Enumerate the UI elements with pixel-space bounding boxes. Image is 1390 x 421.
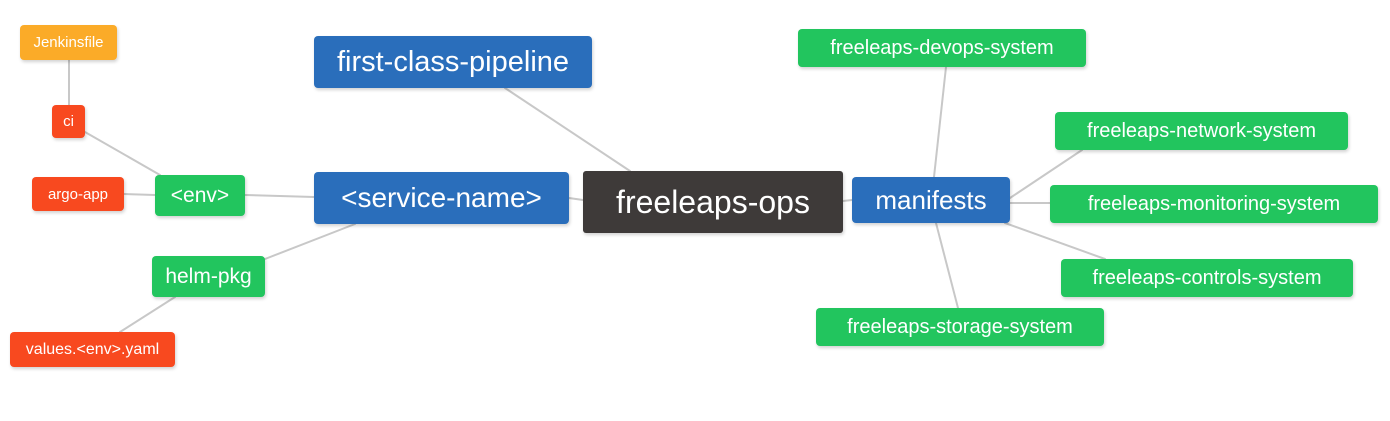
mindmap-node-env[interactable]: <env>	[155, 175, 245, 216]
mindmap-node-manifests[interactable]: manifests	[852, 177, 1010, 223]
mindmap-edge-ci-to-env	[84, 131, 161, 176]
mindmap-node-monitoring-system[interactable]: freeleaps-monitoring-system	[1050, 185, 1378, 223]
mindmap-edge-manifests-to-storage-system	[935, 222, 959, 309]
mindmap-node-network-system[interactable]: freeleaps-network-system	[1055, 112, 1348, 150]
mindmap-node-storage-system[interactable]: freeleaps-storage-system	[816, 308, 1104, 346]
mindmap-node-argo-app[interactable]: argo-app	[32, 177, 124, 211]
mindmap-edge-helm-pkg-to-values-env-yaml	[119, 296, 176, 333]
mindmap-node-controls-system[interactable]: freeleaps-controls-system	[1061, 259, 1353, 297]
mindmap-edge-freeleaps-ops-to-manifests	[842, 199, 853, 202]
mindmap-node-service-name[interactable]: <service-name>	[314, 172, 569, 224]
mindmap-node-first-class-pipeline[interactable]: first-class-pipeline	[314, 36, 592, 88]
mindmap-edge-argo-app-to-env	[123, 193, 156, 196]
mindmap-edge-service-name-to-freeleaps-ops	[568, 197, 584, 201]
mindmap-edge-env-to-service-name	[244, 194, 315, 198]
mindmap-edge-service-name-to-helm-pkg	[264, 223, 356, 260]
mindmap-node-jenkinsfile[interactable]: Jenkinsfile	[20, 25, 117, 60]
mindmap-edge-manifests-to-controls-system	[1004, 222, 1106, 260]
mindmap-edge-manifests-to-devops-system	[933, 66, 947, 178]
mindmap-edge-first-class-pipeline-to-freeleaps-ops	[504, 87, 631, 172]
mindmap-node-ci[interactable]: ci	[52, 105, 85, 138]
mindmap-node-freeleaps-ops[interactable]: freeleaps-ops	[583, 171, 843, 233]
mindmap-node-helm-pkg[interactable]: helm-pkg	[152, 256, 265, 297]
mindmap-node-values-env-yaml[interactable]: values.<env>.yaml	[10, 332, 175, 367]
mindmap-node-devops-system[interactable]: freeleaps-devops-system	[798, 29, 1086, 67]
